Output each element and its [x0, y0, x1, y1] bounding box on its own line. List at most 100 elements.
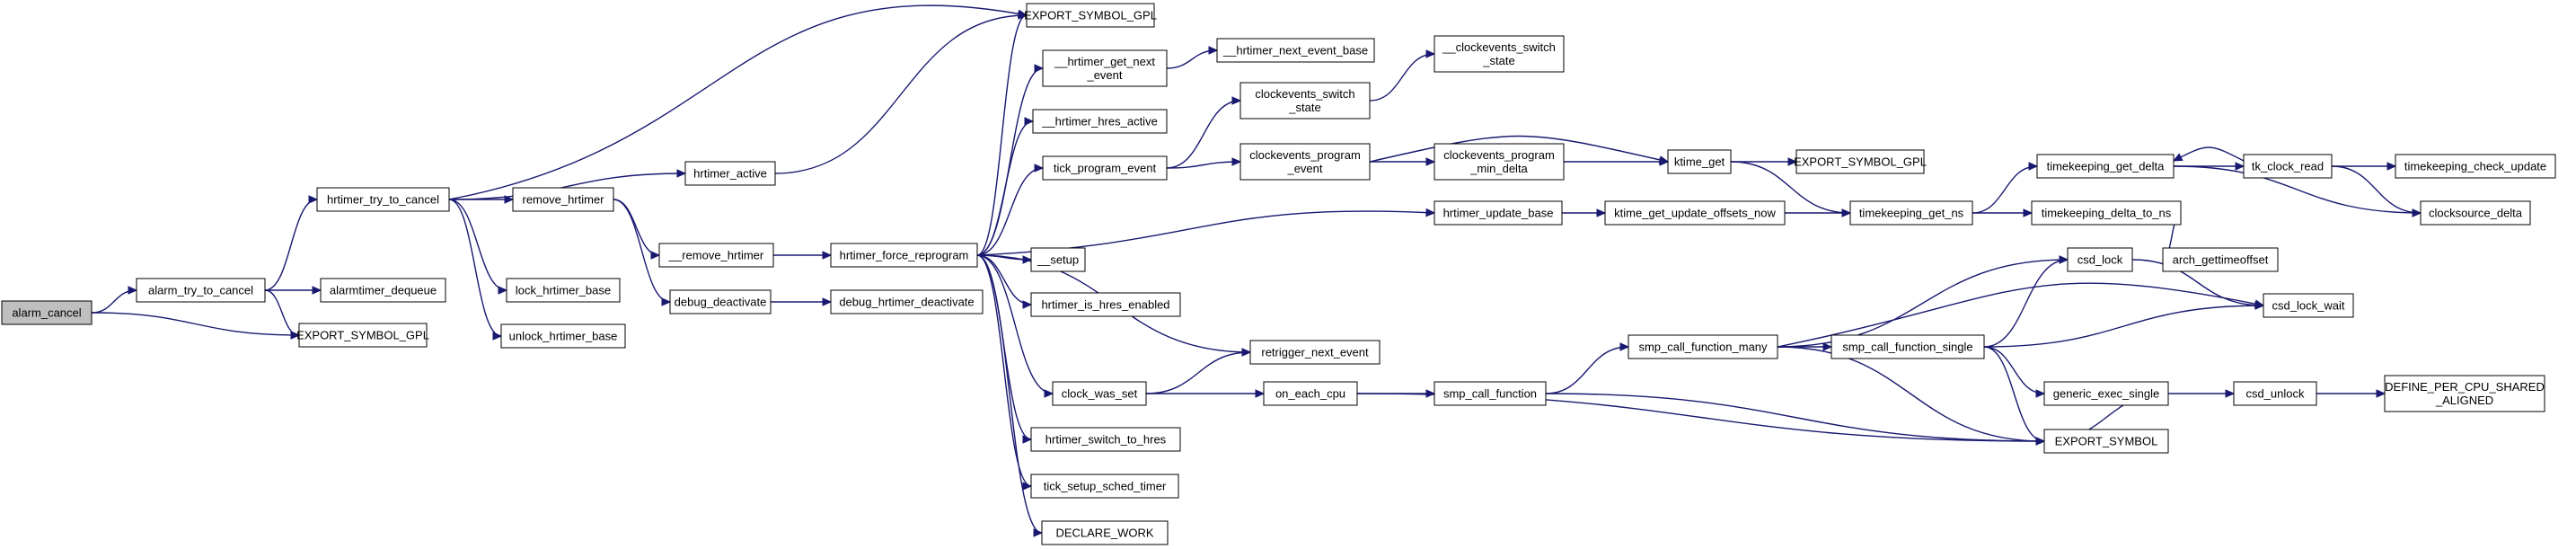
node-hrtimer-try-to-cancel[interactable]: hrtimer_try_to_cancel	[316, 187, 450, 212]
node-debug-hrtimer-deactivate[interactable]: debug_hrtimer_deactivate	[830, 289, 984, 314]
node-csd-lock[interactable]: csd_lock	[2067, 247, 2133, 272]
node-define-per-cpu[interactable]: DEFINE_PER_CPU_SHARED_ALIGNED	[2384, 375, 2545, 412]
node-retrigger-next-event[interactable]: retrigger_next_event	[1249, 340, 1381, 365]
node-alarm-cancel[interactable]: alarm_cancel	[1, 300, 93, 325]
edge-hrtimer-force-reprogram-to-tick-setup-sched-timer	[976, 254, 1033, 491]
edge-smp-call-function-single-to-export-symbol	[1983, 346, 2046, 446]
node-lock-hrtimer-base[interactable]: lock_hrtimer_base	[506, 278, 621, 303]
node-setup[interactable]: __setup	[1030, 247, 1086, 272]
node-hrtimer-force-reprogram[interactable]: hrtimer_force_reprogram	[830, 243, 978, 268]
node-generic-exec-single[interactable]: generic_exec_single	[2043, 381, 2169, 406]
edge-hrtimer-try-to-cancel-to-unlock-hrtimer-base	[448, 199, 503, 341]
node-timekeeping-get-ns[interactable]: timekeeping_get_ns	[1849, 200, 1973, 226]
edge-generic-exec-single-to-csd-unlock	[2167, 389, 2236, 398]
node-box	[1030, 474, 1179, 499]
node-label: smp_call_function_single	[1842, 341, 1972, 354]
node-ktime-get-update-offsets-now[interactable]: ktime_get_update_offsets_now	[1604, 200, 1786, 226]
edge-arrowhead	[822, 297, 833, 306]
edge-line	[448, 4, 1028, 200]
edge-line	[1145, 351, 1251, 394]
edge-arrowhead	[2412, 208, 2422, 217]
node-export-gpl-bottom[interactable]: EXPORT_SYMBOL_GPL	[296, 323, 429, 348]
node-declare-work[interactable]: DECLARE_WORK	[1041, 520, 1169, 545]
edge-arrowhead	[2235, 162, 2245, 171]
node-arch-gettimeoffset[interactable]: arch_gettimeoffset	[2162, 247, 2279, 272]
node-debug-deactivate[interactable]: debug_deactivate	[669, 289, 772, 314]
node-box	[669, 289, 772, 314]
edge-line	[91, 312, 300, 336]
node-alarmtimer-dequeue[interactable]: alarmtimer_dequeue	[320, 278, 446, 303]
edge-arrowhead	[1024, 117, 1035, 126]
node-remove-hrtimer[interactable]: remove_hrtimer	[512, 187, 614, 212]
node-box	[1042, 49, 1168, 87]
node-smp-call-function-single[interactable]: smp_call_function_single	[1831, 334, 1985, 359]
edge-hrtimer-get-next-event-to-hrtimer-next-event-base	[1166, 46, 1219, 69]
node-label: __hrtimer_next_event_base	[1222, 44, 1368, 58]
edge-alarm-cancel-to-alarm-try-to-cancel	[91, 286, 138, 314]
node-hrtimer-is-hres-enabled[interactable]: hrtimer_is_hres_enabled	[1030, 292, 1181, 317]
node-ktime-get[interactable]: ktime_get	[1667, 149, 1732, 174]
node-box	[316, 187, 450, 212]
node-box	[500, 323, 626, 349]
node-box	[1434, 200, 1563, 226]
edge-arrowhead	[2028, 162, 2039, 171]
node-export-gpl-ktime[interactable]: EXPORT_SYMBOL_GPL	[1794, 149, 1927, 174]
edge-smp-call-function-many-to-csd-lock	[1777, 255, 2069, 348]
edge-line	[448, 199, 502, 337]
node-clockevents-switch-state[interactable]: __clockevents_switch_state	[1434, 35, 1565, 73]
edge-arrowhead	[1231, 157, 1242, 166]
edge-line	[774, 14, 1028, 174]
node-label: EXPORT_SYMBOL_GPL	[1794, 155, 1927, 169]
node-hrtimer-next-event-base[interactable]: __hrtimer_next_event_base	[1216, 38, 1375, 63]
edge-arrowhead	[1255, 389, 1266, 398]
node-tick-setup-sched-timer[interactable]: tick_setup_sched_timer	[1030, 474, 1179, 499]
node-smp-call-function[interactable]: smp_call_function	[1434, 381, 1547, 406]
node-tick-program-event[interactable]: tick_program_event	[1042, 155, 1168, 181]
node-csd-unlock[interactable]: csd_unlock	[2233, 381, 2317, 406]
edge-line	[1972, 165, 2038, 214]
node-label: ktime_get	[1674, 155, 1725, 169]
node-hrtimer-hres-active[interactable]: __hrtimer_hres_active	[1032, 109, 1168, 134]
node-remove-hrtimer[interactable]: __remove_hrtimer	[658, 243, 774, 268]
node-box	[1604, 200, 1786, 226]
edge-hrtimer-active-to-export-gpl-top	[774, 11, 1028, 174]
node-export-symbol[interactable]: EXPORT_SYMBOL	[2043, 429, 2169, 454]
node-label: hrtimer_update_base	[1443, 207, 1554, 220]
edge-arrowhead	[661, 297, 672, 306]
node-box	[1030, 292, 1181, 317]
node-hrtimer-active[interactable]: hrtimer_active	[684, 161, 776, 186]
node-hrtimer-update-base[interactable]: hrtimer_update_base	[1434, 200, 1563, 226]
node-label: _state	[1288, 101, 1320, 114]
node-box	[1628, 334, 1778, 359]
edge-arrowhead	[498, 286, 508, 295]
node-label: generic_exec_single	[2053, 387, 2160, 401]
node-clocksource-delta[interactable]: clocksource_delta	[2420, 200, 2531, 226]
node-clock-was-set[interactable]: clock_was_set	[1052, 381, 1147, 406]
node-alarm-try-to-cancel[interactable]: alarm_try_to_cancel	[136, 278, 266, 303]
node-smp-call-function-many[interactable]: smp_call_function_many	[1628, 334, 1778, 359]
edge-line	[2173, 146, 2245, 162]
edge-smp-call-function-single-to-generic-exec-single	[1983, 346, 2046, 398]
node-timekeeping-check-update[interactable]: timekeeping_check_update	[2395, 154, 2556, 179]
edge-clockevents-switch-state-to-clockevents-switch-state	[1369, 49, 1436, 102]
edge-arrowhead	[2035, 437, 2046, 446]
node-tk-clock-read[interactable]: tk_clock_read	[2243, 154, 2333, 179]
node-timekeeping-get-delta[interactable]: timekeeping_get_delta	[2036, 154, 2175, 179]
node-hrtimer-get-next-event[interactable]: __hrtimer_get_next_event	[1042, 49, 1168, 87]
node-box	[1239, 82, 1371, 120]
edge-arrowhead	[2035, 389, 2046, 398]
node-box	[298, 323, 428, 348]
node-label: csd_lock_wait	[2272, 299, 2345, 313]
node-hrtimer-switch-to-hres[interactable]: hrtimer_switch_to_hres	[1030, 427, 1181, 452]
node-on-each-cpu[interactable]: on_each_cpu	[1263, 381, 1358, 406]
node-unlock-hrtimer-base[interactable]: unlock_hrtimer_base	[500, 323, 626, 349]
edge-arrowhead	[2172, 153, 2183, 162]
node-box	[830, 289, 984, 314]
node-clockevents-switch-state[interactable]: clockevents_switch_state	[1239, 82, 1371, 120]
node-csd-lock-wait[interactable]: csd_lock_wait	[2263, 293, 2354, 318]
node-clockevents-program-event[interactable]: clockevents_program_event	[1239, 143, 1371, 181]
node-export-gpl-top[interactable]: EXPORT_SYMBOL_GPL	[1024, 3, 1157, 28]
edge-smp-call-function-many-to-export-symbol	[1777, 346, 2046, 446]
node-timekeeping-delta-to-ns[interactable]: timekeeping_delta_to_ns	[2031, 200, 2182, 226]
node-clockevents-program-min-delta[interactable]: clockevents_program_min_delta	[1434, 143, 1565, 181]
